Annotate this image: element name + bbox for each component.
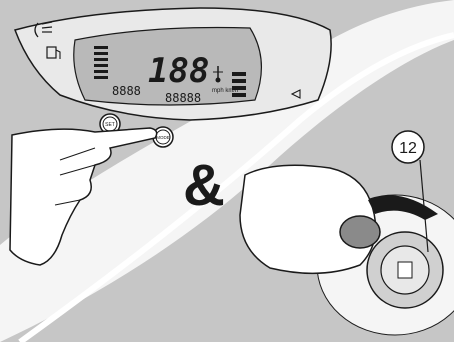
ampersand-symbol: & [183,153,225,218]
mode-button-label: MODE [156,135,170,140]
speed-unit-label: mph km/h [212,88,238,94]
lcd-odometer-left: 8888 [112,84,141,98]
key-head [340,216,380,248]
lcd-digit-readout: 188 [148,51,209,91]
lcd-odometer-right: 88888 [165,91,201,105]
set-button-label: SET [105,122,115,128]
callout-number: 12 [399,140,417,157]
